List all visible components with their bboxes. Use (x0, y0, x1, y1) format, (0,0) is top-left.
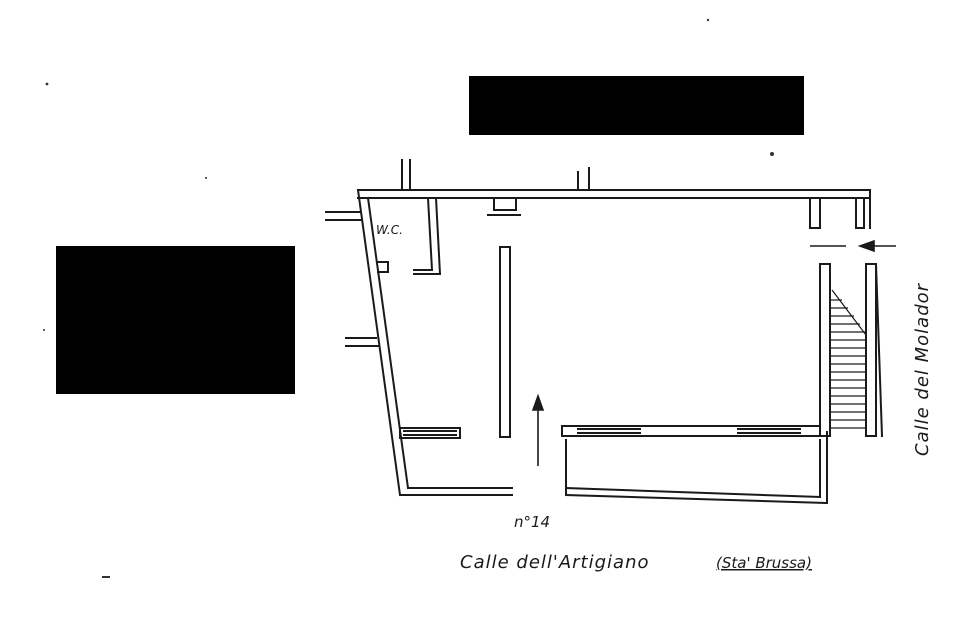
scan-specks (43, 18, 774, 578)
stair-wall-right (865, 263, 877, 437)
wall-bottom-right (564, 486, 828, 505)
staircase (830, 289, 867, 429)
house-number-label: n°14 (514, 513, 550, 531)
window-right-2 (737, 428, 801, 434)
redaction-block-left (56, 246, 295, 394)
wc-label: W.C. (376, 223, 403, 237)
wc-door-jamb (377, 261, 389, 273)
door-top-right-a (809, 197, 821, 229)
wall-left-stub-top (325, 211, 363, 221)
entrance-arrow-icon (531, 393, 545, 466)
window-left (403, 430, 457, 436)
side-entrance-arrow-icon (810, 239, 896, 253)
redaction-block-top (469, 76, 804, 135)
window-right-1 (577, 428, 641, 434)
wall-left-stub-low (345, 337, 379, 347)
wall-top (357, 189, 871, 199)
wall-top-stub-left (401, 159, 411, 191)
stair-wall-right-extend (874, 262, 884, 438)
internal-wall-right (561, 425, 821, 437)
wall-right-low (819, 431, 828, 504)
central-pillar (499, 246, 511, 438)
wall-bottom-left (399, 487, 513, 496)
wall-left (356, 188, 410, 497)
door-top-right-b (855, 197, 865, 229)
main-street-note: (Sta' Brussa) (716, 554, 812, 572)
wc-wall (413, 196, 442, 275)
pillar-header (487, 197, 521, 216)
internal-wall-left (399, 427, 461, 439)
wall-top-stub-mid (577, 167, 590, 191)
side-street-label: Calle del Molador (912, 282, 933, 456)
stair-wall-left (819, 263, 831, 437)
main-street-label: Calle dell'Artigiano (460, 552, 650, 573)
